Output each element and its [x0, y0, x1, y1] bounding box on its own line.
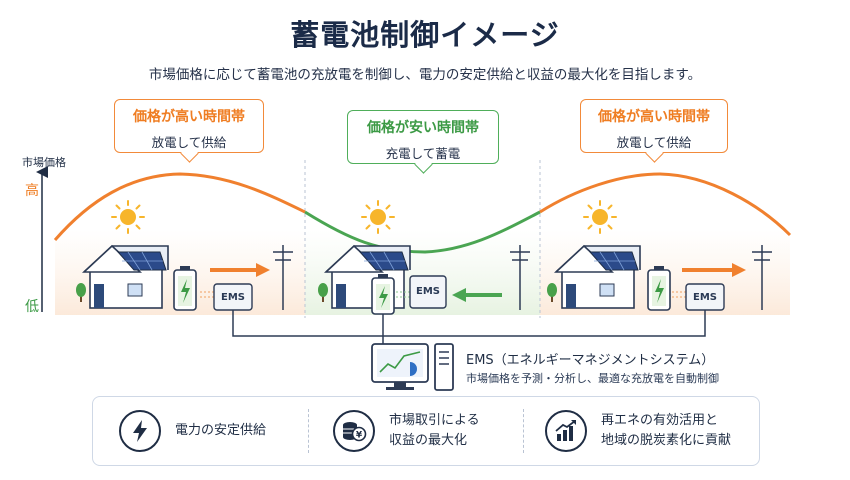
network-line — [232, 310, 706, 337]
sun-icon — [111, 200, 145, 234]
house-with-solar-icon — [81, 244, 169, 309]
benefit-line: 電力の安定供給 — [175, 423, 267, 438]
benefit-line: 地域の脱炭素化に貢献 — [601, 433, 732, 448]
ems-unit-label: EMS — [416, 286, 440, 297]
ems-title: EMS（エネルギーマネジメントシステム） — [466, 353, 715, 368]
ems-computer-icon — [371, 343, 454, 391]
yen-coins-icon: ¥ — [333, 410, 375, 452]
tree-icon — [76, 283, 86, 302]
benefit-decarbonization: 再エネの有効活用と 地域の脱炭素化に貢献 — [545, 405, 731, 457]
callout-high-price-left: 価格が高い時間帯 放電して供給 — [114, 99, 264, 163]
benefits-panel: 電力の安定供給 ¥ 市場取引による 収益の最大化 — [92, 396, 760, 466]
page-title: 蓄電池制御イメージ — [290, 18, 560, 52]
benefit-divider — [308, 409, 309, 453]
callout-title: 価格が高い時間帯 — [598, 109, 710, 125]
lightning-icon — [119, 410, 161, 452]
utility-pole-icon — [510, 245, 530, 310]
callout-title: 価格が安い時間帯 — [367, 120, 479, 136]
price-curve-high-right — [539, 172, 792, 237]
callout-subtitle: 放電して供給 — [616, 135, 692, 150]
tree-icon — [547, 283, 557, 302]
ems-unit-label: EMS — [221, 292, 245, 303]
battery-icon — [647, 266, 671, 311]
battery-icon — [371, 274, 395, 315]
utility-pole-icon — [273, 245, 293, 310]
utility-pole-icon — [752, 245, 772, 310]
scene-discharge-right — [547, 244, 772, 311]
benefit-revenue: ¥ 市場取引による 収益の最大化 — [333, 405, 480, 457]
tree-icon — [318, 283, 328, 302]
benefit-divider — [523, 409, 524, 453]
house-with-solar-icon — [323, 244, 411, 309]
page-subtitle: 市場価格に応じて蓄電池の充放電を制御し、電力の安定供給と収益の最大化を目指します… — [148, 67, 702, 83]
benefit-line: 市場取引による — [389, 413, 480, 428]
callout-subtitle: 放電して供給 — [151, 135, 227, 150]
sun-icon — [583, 200, 617, 234]
ems-description: 市場価格を予測・分析し、最適な充放電を自動制御 — [466, 372, 719, 385]
ems-unit-label: EMS — [693, 292, 717, 303]
axis-low-label: 低 — [25, 299, 39, 315]
axis-label: 市場価格 — [22, 156, 66, 169]
benefit-line: 収益の最大化 — [389, 433, 468, 448]
scene-discharge-left — [76, 244, 293, 311]
benefit-stable-supply: 電力の安定供給 — [119, 405, 266, 457]
house-with-solar-icon — [553, 244, 641, 309]
growth-chart-icon — [545, 410, 587, 452]
price-curve-low — [304, 210, 541, 254]
callout-high-price-right: 価格が高い時間帯 放電して供給 — [580, 99, 728, 163]
ems-unit — [409, 275, 447, 309]
callout-low-price: 価格が安い時間帯 充電して蓄電 — [347, 110, 499, 174]
callout-title: 価格が高い時間帯 — [133, 109, 245, 125]
sun-icon — [361, 200, 395, 234]
callout-subtitle: 充電して蓄電 — [385, 146, 461, 161]
axis-high-label: 高 — [25, 183, 39, 199]
scene-charge-middle — [318, 244, 530, 315]
svg-text:¥: ¥ — [356, 431, 363, 441]
battery-icon — [173, 266, 197, 311]
benefit-line: 再エネの有効活用と — [601, 413, 719, 428]
price-curve-high-left — [53, 172, 306, 241]
